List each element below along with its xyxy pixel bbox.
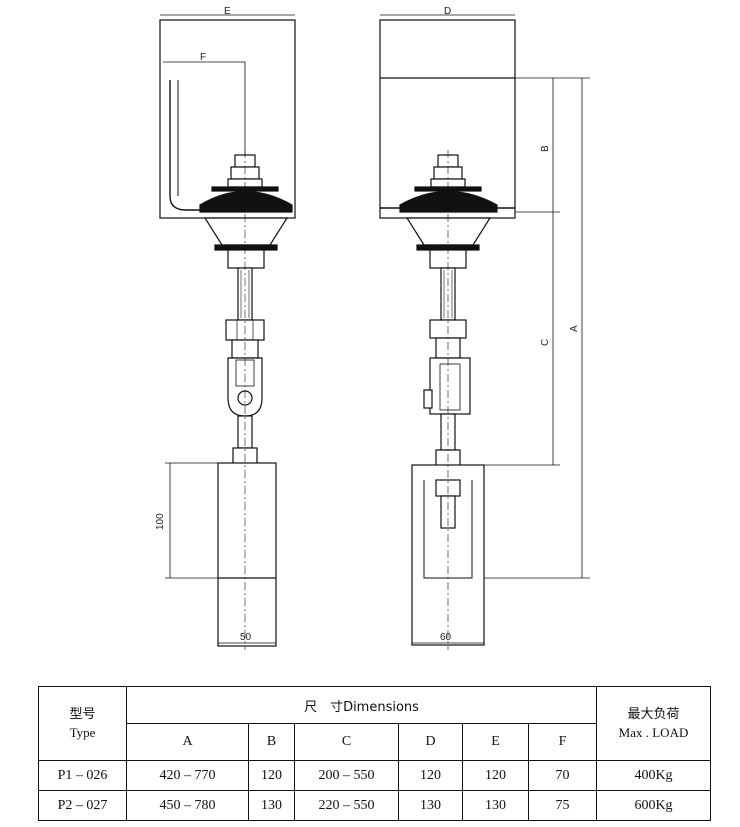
label-B: B — [540, 145, 551, 152]
label-E: E — [224, 6, 231, 17]
col-header-B: B — [248, 723, 295, 761]
cell-B: 120 — [248, 760, 295, 791]
cell-A: 450 – 780 — [126, 790, 249, 821]
col-header-D: D — [398, 723, 463, 761]
cell-E: 130 — [462, 790, 529, 821]
cell-load: 400Kg — [596, 760, 711, 791]
load-header-cn: 最大负荷 — [627, 706, 680, 722]
type-header-en: Type — [69, 724, 96, 740]
specification-table: 型号 Type 尺 寸Dimensions 最大负荷 Max . LOAD A … — [38, 686, 711, 821]
col-header-C: C — [294, 723, 399, 761]
left-bottom-block — [217, 462, 277, 647]
label-60: 60 — [440, 632, 452, 643]
col-header-E: E — [462, 723, 529, 761]
cell-B: 130 — [248, 790, 295, 821]
type-header: 型号 Type — [38, 686, 127, 761]
cell-F: 70 — [528, 760, 597, 791]
cell-C: 200 – 550 — [294, 760, 399, 791]
table-row: P2 – 027 450 – 780 130 220 – 550 130 130… — [38, 790, 711, 821]
label-A: A — [569, 325, 580, 332]
label-100: 100 — [155, 513, 166, 530]
right-view — [379, 14, 590, 650]
table-row: P1 – 026 420 – 770 120 200 – 550 120 120… — [38, 760, 711, 791]
col-header-A: A — [126, 723, 249, 761]
cell-load: 600Kg — [596, 790, 711, 821]
dimensions-header: 尺 寸Dimensions — [126, 686, 597, 724]
label-F: F — [200, 52, 206, 63]
cell-type: P2 – 027 — [38, 790, 127, 821]
left-bracket — [163, 61, 246, 190]
cell-E: 120 — [462, 760, 529, 791]
cell-A: 420 – 770 — [126, 760, 249, 791]
cell-type: P1 – 026 — [38, 760, 127, 791]
col-header-F: F — [528, 723, 597, 761]
load-header: 最大负荷 Max . LOAD — [596, 686, 711, 761]
left-view — [159, 14, 296, 650]
cell-D: 130 — [398, 790, 463, 821]
type-header-cn: 型号 — [69, 706, 96, 722]
label-D: D — [444, 6, 451, 17]
cell-C: 220 – 550 — [294, 790, 399, 821]
load-header-en: Max . LOAD — [618, 724, 689, 740]
label-C: C — [540, 339, 551, 346]
cell-D: 120 — [398, 760, 463, 791]
technical-drawing: E F 100 50 — [155, 6, 590, 650]
cell-F: 75 — [528, 790, 597, 821]
label-50: 50 — [240, 632, 252, 643]
